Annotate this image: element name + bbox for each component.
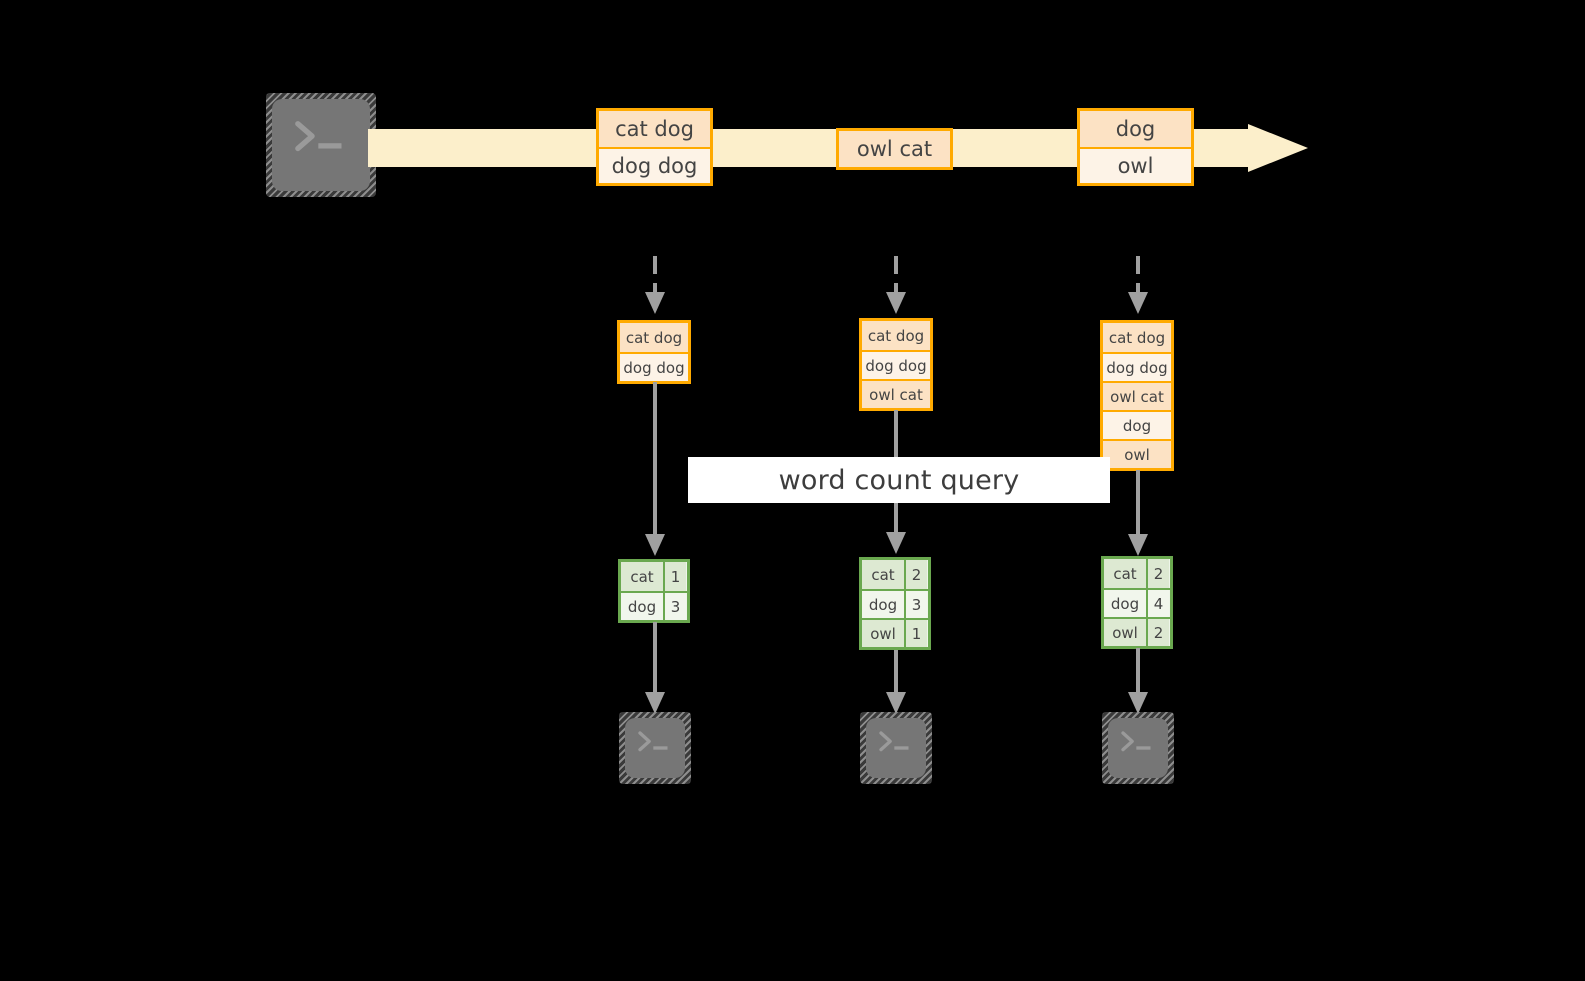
stream-batch-line: owl cat <box>839 131 950 167</box>
input-line: dog dog <box>620 352 688 381</box>
trigger-1-result-table: cat 1 dog 3 <box>618 559 690 623</box>
result-row: owl 2 <box>1104 617 1170 646</box>
input-line: owl cat <box>1103 381 1171 410</box>
trigger-3-query-arrow <box>1124 470 1152 560</box>
stream-batch-line: owl <box>1080 147 1191 183</box>
result-row: cat 1 <box>621 562 687 591</box>
result-count: 2 <box>906 560 927 589</box>
stream-batch-1: cat dog dog dog <box>596 108 713 186</box>
result-count: 4 <box>1148 590 1169 617</box>
result-word: dog <box>1104 590 1148 617</box>
trigger-3-sink-arrow <box>1124 648 1152 718</box>
result-row: dog 3 <box>862 589 928 618</box>
result-row: owl 1 <box>862 618 928 647</box>
trigger-3-sink-terminal-icon <box>1102 712 1174 784</box>
result-row: cat 2 <box>1104 559 1170 588</box>
stream-batch-3: dog owl <box>1077 108 1194 186</box>
input-line: cat dog <box>1103 323 1171 352</box>
trigger-2-dashed-arrow <box>882 256 910 318</box>
query-banner: word count query <box>688 457 1110 503</box>
trigger-2-result-table: cat 2 dog 3 owl 1 <box>859 557 931 650</box>
trigger-1-query-arrow <box>641 382 669 560</box>
input-line: dog dog <box>1103 352 1171 381</box>
result-count: 3 <box>906 591 927 618</box>
terminal-prompt-glyph <box>625 718 685 778</box>
stream-batch-line: cat dog <box>599 111 710 147</box>
terminal-prompt-glyph <box>272 99 370 191</box>
trigger-3-dashed-arrow <box>1124 256 1152 318</box>
result-count: 2 <box>1148 619 1169 646</box>
trigger-2-input-table: cat dog dog dog owl cat <box>859 318 933 411</box>
trigger-3-result-table: cat 2 dog 4 owl 2 <box>1101 556 1173 649</box>
trigger-3-input-table: cat dog dog dog owl cat dog owl <box>1100 320 1174 471</box>
stream-batch-line: dog <box>1080 111 1191 147</box>
trigger-1-sink-arrow <box>641 622 669 718</box>
result-word: owl <box>1104 619 1148 646</box>
result-count: 1 <box>906 620 927 647</box>
result-word: dog <box>862 591 906 618</box>
trigger-2-sink-terminal-icon <box>860 712 932 784</box>
input-line: dog <box>1103 410 1171 439</box>
input-line: dog dog <box>862 350 930 379</box>
trigger-1-dashed-arrow <box>641 256 669 318</box>
result-row: dog 4 <box>1104 588 1170 617</box>
result-word: cat <box>621 562 665 591</box>
result-row: dog 3 <box>621 591 687 620</box>
query-banner-label: word count query <box>778 464 1020 496</box>
trigger-1-sink-terminal-icon <box>619 712 691 784</box>
result-count: 1 <box>665 562 686 591</box>
terminal-prompt-glyph <box>866 718 926 778</box>
input-line: owl cat <box>862 379 930 408</box>
terminal-prompt-glyph <box>1108 718 1168 778</box>
stream-batch-2: owl cat <box>836 128 953 170</box>
result-word: owl <box>862 620 906 647</box>
result-count: 2 <box>1148 559 1169 588</box>
input-line: cat dog <box>620 323 688 352</box>
source-terminal-icon <box>266 93 376 197</box>
result-word: cat <box>862 560 906 589</box>
result-word: cat <box>1104 559 1148 588</box>
trigger-1-input-table: cat dog dog dog <box>617 320 691 384</box>
trigger-2-sink-arrow <box>882 650 910 718</box>
input-line: owl <box>1103 439 1171 468</box>
result-word: dog <box>621 593 665 620</box>
result-count: 3 <box>665 593 686 620</box>
result-row: cat 2 <box>862 560 928 589</box>
input-line: cat dog <box>862 321 930 350</box>
stream-batch-line: dog dog <box>599 147 710 183</box>
